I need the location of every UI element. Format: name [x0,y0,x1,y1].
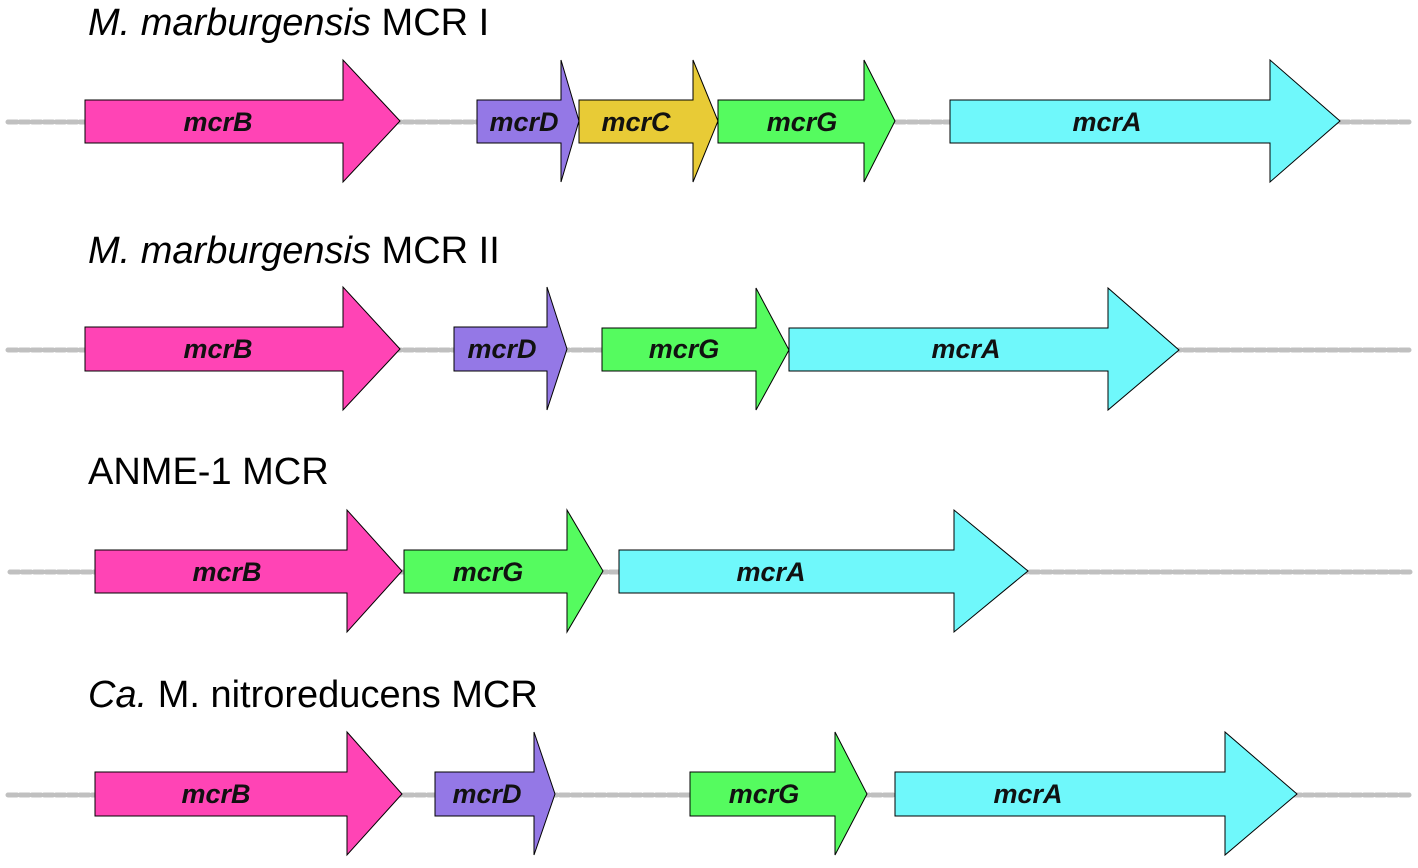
gene-arrow [476,59,580,183]
gene-arrow [434,731,556,856]
gene-label: mcrD [489,107,558,137]
gene-mcrC: mcrC [578,59,719,183]
gene-mcrA: mcrA [894,730,1298,857]
gene-mcrG: mcrG [601,287,790,411]
gene-label: mcrB [183,334,252,364]
gene-mcrD: mcrD [476,59,580,183]
gene-mcrB: mcrB [84,285,401,412]
gene-mcrG: mcrG [403,508,604,634]
gene-label: mcrB [183,107,252,137]
gene-arrow [618,508,1029,634]
gene-label: mcrA [1072,107,1141,137]
cluster-title: M. marburgensis MCR I [88,2,489,44]
cluster-title-rest: MCR II [371,230,500,272]
gene-label: mcrA [736,557,805,587]
cluster-anme-1-mcr: ANME-1 MCR mcrB mcrG mcrA [7,451,1413,634]
gene-arrow [84,58,401,184]
cluster-title: ANME-1 MCR [88,451,329,493]
gene-mcrA: mcrA [618,508,1029,634]
cluster-title-rest: M. nitroreducens MCR [147,674,538,716]
gene-label: mcrG [767,107,838,137]
cluster-title: Ca. M. nitroreducens MCR [88,674,538,716]
gene-mcrA: mcrA [949,58,1341,184]
cluster-title-italic: Ca. [88,674,147,716]
gene-arrow [689,731,868,856]
gene-arrow [94,730,403,857]
gene-arrow [717,59,896,183]
gene-mcrA: mcrA [788,286,1180,412]
gene-label: mcrD [452,779,521,809]
gene-mcrG: mcrG [717,59,896,183]
gene-mcrB: mcrB [84,58,401,184]
gene-label: mcrA [931,334,1000,364]
gene-arrow [578,59,719,183]
gene-mcrD: mcrD [453,286,568,411]
gene-arrow [453,286,568,411]
gene-label: mcrA [993,779,1062,809]
gene-label: mcrG [453,557,524,587]
gene-arrow [894,730,1298,857]
gene-arrow [94,508,403,634]
gene-label: mcrG [729,779,800,809]
gene-mcrD: mcrD [434,731,556,856]
gene-label: mcrC [601,107,671,137]
gene-label: mcrG [649,334,720,364]
cluster-title: M. marburgensis MCR II [88,230,500,272]
gene-mcrB: mcrB [94,508,403,634]
gene-label: mcrD [467,334,536,364]
cluster-mmarburgensis-mcr-i: M. marburgensis MCR I mcrB mcrD mcrC mcr… [5,2,1413,184]
gene-arrow [601,287,790,411]
gene-label: mcrB [192,557,261,587]
gene-arrow [403,508,604,634]
cluster-title-italic: M. marburgensis [88,230,371,272]
cluster-title-italic: M. marburgensis [88,2,371,44]
gene-arrow [949,58,1341,184]
cluster-ca-m-nitroreducens-mcr: Ca. M. nitroreducens MCR mcrB mcrD mcrG … [5,674,1413,857]
gene-arrow [788,286,1180,412]
gene-mcrG: mcrG [689,731,868,856]
gene-mcrB: mcrB [94,730,403,857]
cluster-title-rest: ANME-1 MCR [88,451,329,493]
gene-arrow [84,285,401,412]
cluster-title-rest: MCR I [371,2,489,44]
cluster-mmarburgensis-mcr-ii: M. marburgensis MCR II mcrB mcrD mcrG mc… [5,230,1413,412]
gene-label: mcrB [181,779,250,809]
